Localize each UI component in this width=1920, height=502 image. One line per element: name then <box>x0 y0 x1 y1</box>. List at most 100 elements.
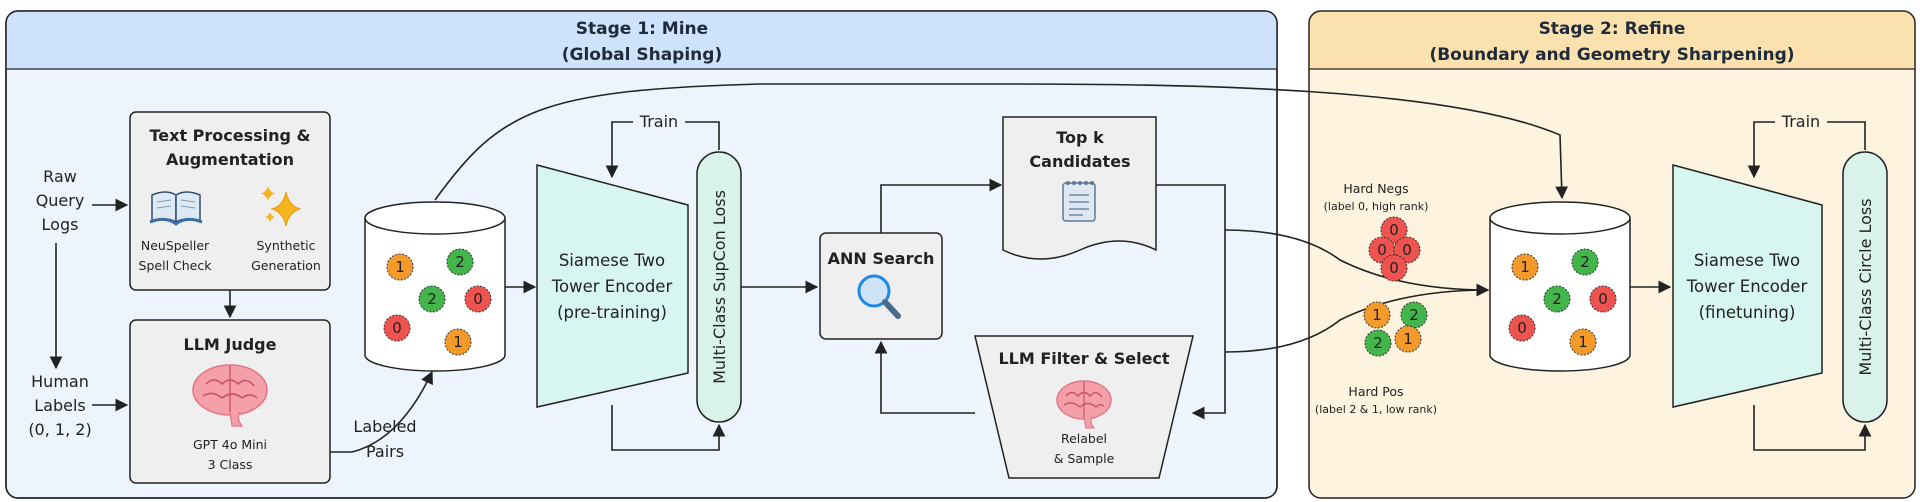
label-ball-text: 0 <box>1389 259 1399 277</box>
label-ball-1: 1 <box>444 328 472 356</box>
label-ball-text: 0 <box>473 290 483 308</box>
label-ball-text: 2 <box>1373 334 1383 352</box>
train-label-2: Train <box>1781 112 1820 131</box>
stage1-subtitle: (Global Shaping) <box>562 45 722 65</box>
label-ball-1: 1 <box>1511 253 1539 281</box>
svg-text:Hard Pos: Hard Pos <box>1348 384 1403 399</box>
svg-text:Labels: Labels <box>34 396 86 415</box>
label-ball-text: 0 <box>1598 290 1608 308</box>
supcon-loss: Multi-Class SupCon Loss <box>696 151 742 423</box>
svg-text:LLM Judge: LLM Judge <box>184 335 277 354</box>
arrow-db-to-stage2-db <box>434 83 1569 201</box>
svg-text:LLM Filter & Select: LLM Filter & Select <box>998 349 1169 368</box>
label-ball-text: 2 <box>1552 290 1562 308</box>
label-ball-2: 2 <box>418 285 446 313</box>
arrow-ann-to-topk <box>880 178 1003 233</box>
stage2-title: Stage 2: Refine <box>1539 19 1686 39</box>
svg-text:Tower Encoder: Tower Encoder <box>551 277 673 296</box>
svg-text:Raw: Raw <box>43 167 77 186</box>
book-icon <box>149 191 203 226</box>
svg-text:Generation: Generation <box>251 258 321 273</box>
svg-text:(pre-training): (pre-training) <box>557 303 667 322</box>
label-ball-0: 0 <box>1380 254 1408 282</box>
label-ball-text: 0 <box>1389 221 1399 239</box>
label-ball-text: 2 <box>1580 253 1590 271</box>
svg-text:(finetuning): (finetuning) <box>1699 303 1796 322</box>
label-ball-0: 0 <box>1508 314 1536 342</box>
label-ball-0: 0 <box>383 314 411 342</box>
arrow-topk-to-filter <box>1156 184 1226 420</box>
label-ball-2: 2 <box>446 248 474 276</box>
notepad-icon <box>1062 181 1096 222</box>
topk-candidates: Top k Candidates <box>1002 116 1157 260</box>
labeled-pairs-db: 1 2 2 0 0 1 <box>364 201 506 372</box>
arrow-labeled-pairs <box>330 370 433 453</box>
svg-text:ANN Search: ANN Search <box>828 249 935 268</box>
hard-negs-label: Hard Negs (label 0, high rank) <box>1324 181 1429 213</box>
label-ball-1: 1 <box>1363 301 1391 329</box>
svg-text:3 Class: 3 Class <box>208 457 253 472</box>
refined-db: 1 2 2 0 0 1 <box>1489 201 1631 372</box>
svg-text:& Sample: & Sample <box>1054 451 1115 466</box>
svg-text:Candidates: Candidates <box>1029 152 1130 171</box>
label-ball-2: 2 <box>1543 285 1571 313</box>
label-ball-2: 2 <box>1364 329 1392 357</box>
label-ball-1: 1 <box>386 253 414 281</box>
magnifier-icon <box>857 274 901 319</box>
svg-text:GPT 4o Mini: GPT 4o Mini <box>193 437 267 452</box>
llm-judge-box: LLM Judge GPT 4o Mini 3 Class <box>129 319 331 484</box>
svg-text:Siamese Two: Siamese Two <box>1694 251 1800 270</box>
train-label-1: Train <box>639 112 678 131</box>
encoder-to-loss-2 <box>1753 405 1872 451</box>
brain-icon <box>192 364 268 427</box>
circle-loss: Multi-Class Circle Loss <box>1842 151 1888 423</box>
siamese-encoder-pretraining: Siamese Two Tower Encoder (pre-training) <box>536 164 689 408</box>
svg-text:Query: Query <box>36 191 85 210</box>
svg-text:(label 0, high rank): (label 0, high rank) <box>1324 200 1429 213</box>
svg-text:Pairs: Pairs <box>366 442 404 461</box>
svg-text:Siamese Two: Siamese Two <box>559 251 665 270</box>
hard-pos-label: Hard Pos (label 2 & 1, low rank) <box>1315 384 1437 416</box>
label-ball-text: 2 <box>427 290 437 308</box>
label-ball-text: 1 <box>1520 258 1530 276</box>
ann-search-box[interactable]: ANN Search <box>819 232 943 340</box>
label-ball-0: 0 <box>1380 216 1408 244</box>
siamese-encoder-finetuning: Siamese Two Tower Encoder (finetuning) <box>1672 164 1823 408</box>
svg-text:Multi-Class SupCon Loss: Multi-Class SupCon Loss <box>710 190 729 384</box>
label-ball-text: 0 <box>1377 241 1387 259</box>
label-ball-text: 1 <box>1372 306 1382 324</box>
label-ball-text: 2 <box>455 253 465 271</box>
arrow-to-hard-negs <box>1224 229 1490 297</box>
svg-text:Tower Encoder: Tower Encoder <box>1686 277 1808 296</box>
svg-text:Augmentation: Augmentation <box>166 150 294 169</box>
arrow-filter-to-ann <box>874 340 975 414</box>
label-ball-0: 0 <box>1589 285 1617 313</box>
svg-text:(label 2 & 1, low rank): (label 2 & 1, low rank) <box>1315 403 1437 416</box>
svg-text:Logs: Logs <box>42 215 79 234</box>
svg-text:Top k: Top k <box>1056 128 1104 147</box>
human-labels-label: Human Labels (0, 1, 2) <box>28 372 91 439</box>
svg-text:(0, 1, 2): (0, 1, 2) <box>28 420 91 439</box>
sparkles-icon <box>261 186 302 227</box>
llm-filter-box: LLM Filter & Select Relabel & Sample <box>974 335 1194 479</box>
svg-text:Relabel: Relabel <box>1061 431 1107 446</box>
label-ball-text: 0 <box>1402 241 1412 259</box>
svg-text:Text Processing &: Text Processing & <box>149 126 310 145</box>
label-ball-text: 1 <box>395 258 405 276</box>
raw-query-logs-label: Raw Query Logs <box>36 167 85 234</box>
label-ball-1: 1 <box>1394 325 1422 353</box>
arrow-to-hard-pos <box>1224 283 1490 353</box>
synthetic-label: Synthetic <box>256 238 315 253</box>
svg-text:Human: Human <box>31 372 89 391</box>
label-ball-text: 0 <box>1517 319 1527 337</box>
brain-icon-filter <box>1056 380 1112 429</box>
label-ball-text: 1 <box>1578 333 1588 351</box>
label-ball-text: 2 <box>1409 306 1419 324</box>
neuspeller-label: NeuSpeller <box>141 238 210 253</box>
labeled-pairs-label: Labeled <box>353 417 416 436</box>
label-ball-2: 2 <box>1400 301 1428 329</box>
stage1-title: Stage 1: Mine <box>576 19 708 39</box>
text-processing-box: Text Processing & Augmentation NeuSpelle… <box>129 111 331 291</box>
label-ball-text: 0 <box>392 319 402 337</box>
